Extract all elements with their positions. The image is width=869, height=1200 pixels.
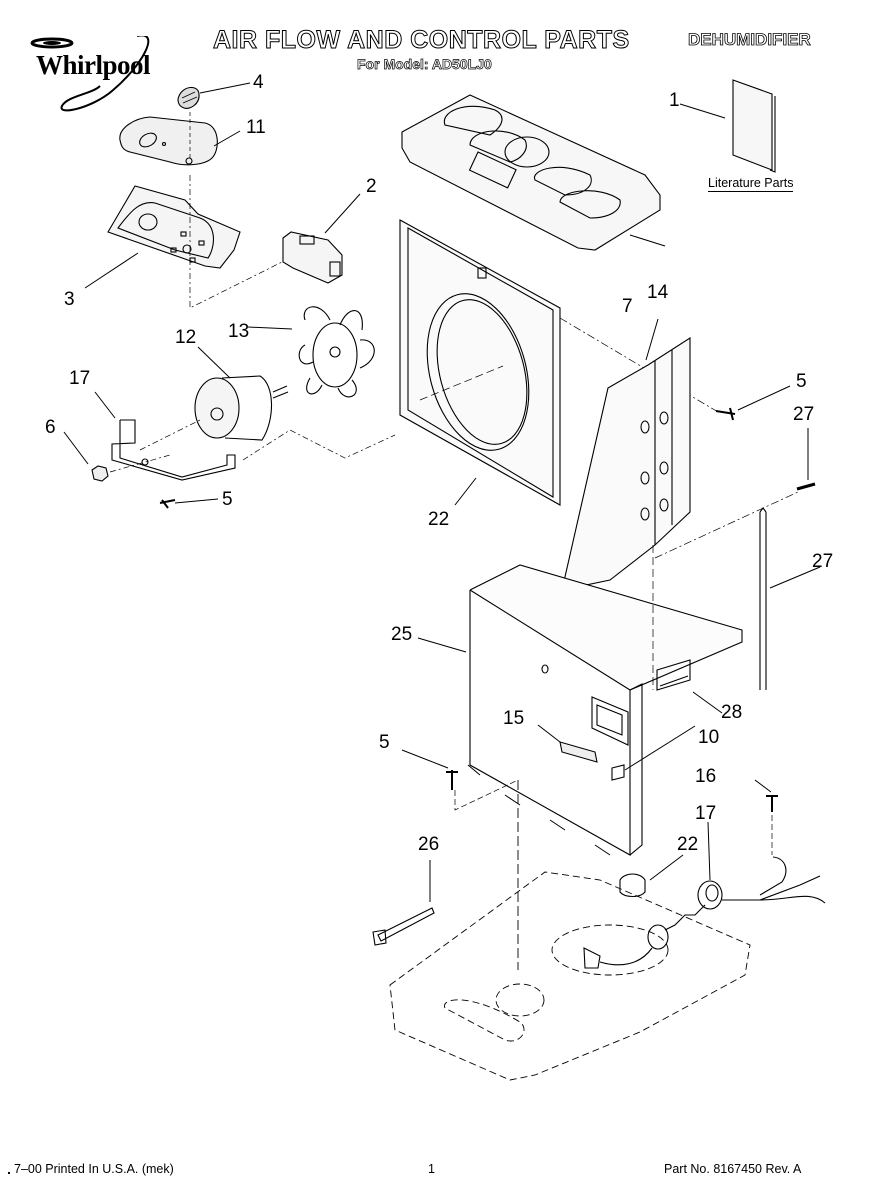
literature-parts-label: Literature Parts (708, 176, 794, 192)
shroud-part (399, 219, 561, 506)
screw-cabinet-part (446, 770, 458, 790)
part-number: Part No. 8167450 Rev. A (664, 1162, 802, 1176)
nut-part (91, 465, 109, 482)
print-info: 7–00 Printed In U.S.A. (mek) (14, 1162, 174, 1176)
cable-tie-part (372, 907, 435, 946)
callout-5-panel-screw[interactable]: 5 (796, 371, 807, 392)
callout-5-bracket-screw[interactable]: 5 (222, 489, 233, 510)
callout-12[interactable]: 14 (647, 282, 669, 303)
top-cover-part (401, 94, 661, 251)
callout-23[interactable]: 25 (391, 624, 413, 645)
callout-11[interactable]: 13 (228, 321, 250, 342)
literature-part (732, 79, 776, 173)
whirlpool-logo: Whirlpool (22, 34, 182, 116)
callout-10[interactable]: 12 (175, 327, 197, 348)
terminal-block-part (282, 231, 343, 284)
switch-clip-part (611, 764, 625, 781)
callout-13[interactable]: 15 (503, 708, 525, 729)
callout-26[interactable]: 27 (812, 551, 834, 572)
callout-14[interactable]: 16 (695, 766, 717, 787)
callout-4[interactable]: 4 (253, 72, 264, 93)
callout-16[interactable]: 22 (428, 509, 450, 530)
callout-8[interactable]: 11 (246, 117, 266, 138)
callout-27[interactable]: 27 (793, 404, 815, 425)
callout-2[interactable]: 2 (366, 176, 377, 197)
power-cord-part (583, 856, 826, 969)
model-subtitle: For Model: AD50LJ0 (357, 56, 493, 73)
callout-22[interactable]: 22 (677, 834, 699, 855)
strain-relief-part (619, 873, 646, 898)
product-type: DEHUMIDIFIER (688, 30, 812, 50)
callout-17[interactable]: 17 (69, 368, 91, 389)
control-housing-part (107, 185, 241, 269)
bracket-small-part (656, 659, 691, 691)
evaporator-panel-part (561, 336, 691, 591)
ground-screw-part (766, 795, 778, 812)
rod-part (759, 507, 767, 690)
callout-leader-lines (63, 82, 821, 902)
callout-25[interactable]: 26 (418, 834, 440, 855)
screw-bracket-part (159, 499, 176, 509)
screw-rod-part (796, 482, 816, 491)
callout-1[interactable]: 1 (669, 90, 680, 111)
registration-mark (8, 1172, 10, 1174)
callout-7[interactable]: 7 (622, 296, 633, 317)
callout-9[interactable]: 10 (698, 727, 720, 748)
page-title: AIR FLOW AND CONTROL PARTS (213, 26, 630, 55)
cabinet-frame-part (467, 564, 743, 856)
motor-bracket-part (111, 419, 236, 481)
brand-name: Whirlpool (36, 50, 151, 80)
page-number: 1 (428, 1162, 435, 1176)
fan-motor-part (194, 375, 289, 441)
callout-5-cabinet-screw[interactable]: 5 (379, 732, 390, 753)
fan-blade-part (298, 306, 375, 398)
logo-swoosh-icon (30, 34, 150, 112)
screw-panel-part (715, 407, 736, 421)
callout-3[interactable]: 3 (64, 289, 75, 310)
base-pan-part (389, 871, 751, 1081)
callout-15[interactable]: 17 (695, 803, 717, 824)
callout-28[interactable]: 28 (721, 702, 743, 723)
control-overlay-part (119, 116, 218, 166)
float-switch-part (559, 741, 598, 763)
callout-6[interactable]: 6 (45, 417, 56, 438)
knob-part (177, 86, 200, 109)
